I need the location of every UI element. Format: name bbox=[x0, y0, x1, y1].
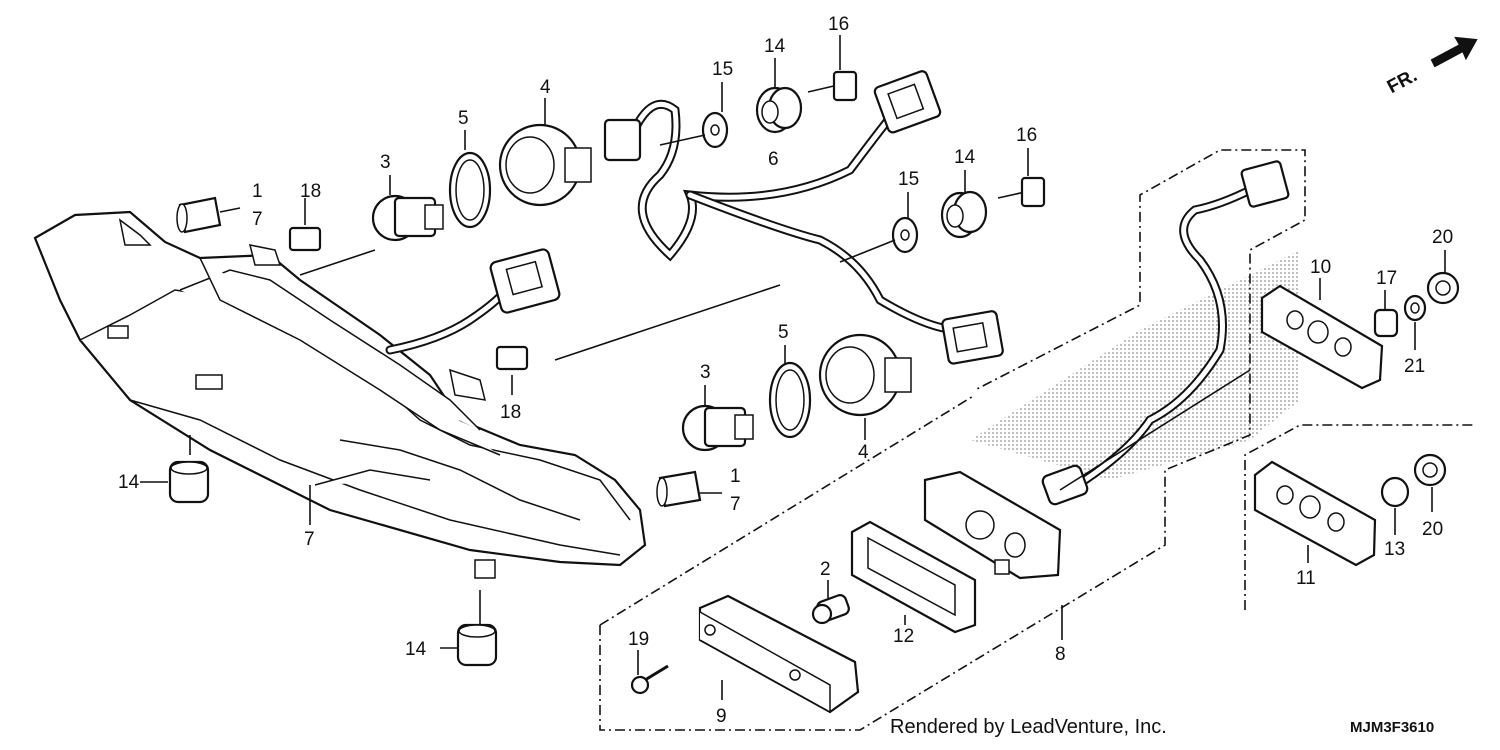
callout-19: 19 bbox=[628, 629, 649, 650]
bulb-top bbox=[371, 194, 444, 242]
callout-4-bottom: 4 bbox=[858, 442, 869, 463]
callout-10: 10 bbox=[1310, 257, 1331, 278]
footer-credit: Rendered by LeadVenture, Inc. bbox=[890, 716, 1167, 738]
housing-connector bbox=[385, 248, 561, 355]
collar-13 bbox=[1380, 476, 1410, 508]
callout-18-bottom: 18 bbox=[500, 402, 521, 423]
callout-1-bottom: 1 bbox=[730, 466, 741, 487]
grommet-housing-bottom bbox=[456, 623, 498, 667]
callout-7-housing: 7 bbox=[304, 529, 315, 550]
callout-18-top: 18 bbox=[300, 181, 321, 202]
leader-lines bbox=[140, 35, 1446, 700]
callout-15-top: 15 bbox=[712, 59, 733, 80]
license-lens bbox=[698, 594, 860, 714]
callout-3-bottom: 3 bbox=[700, 362, 711, 383]
callout-8: 8 bbox=[1055, 644, 1066, 665]
callout-4-top: 4 bbox=[540, 77, 551, 98]
grommet-housing-left bbox=[168, 460, 210, 504]
washer-top bbox=[701, 111, 729, 149]
callout-11: 11 bbox=[1296, 568, 1316, 589]
callout-20-bottom: 20 bbox=[1422, 519, 1443, 540]
grommet-mid bbox=[940, 190, 988, 239]
washer-mid bbox=[891, 216, 919, 254]
front-direction-marker: FR. bbox=[1384, 36, 1478, 98]
callout-2: 2 bbox=[820, 559, 831, 580]
clip-nut-bottom bbox=[495, 345, 529, 371]
socket-top bbox=[498, 123, 592, 207]
collar-17 bbox=[1373, 308, 1399, 338]
callout-9: 9 bbox=[716, 706, 727, 727]
license-light-housing bbox=[923, 470, 1062, 580]
callout-3-top: 3 bbox=[380, 152, 391, 173]
assembly-outline bbox=[599, 149, 1306, 731]
callout-21: 21 bbox=[1404, 356, 1425, 377]
gasket bbox=[850, 520, 977, 634]
callout-14-left: 14 bbox=[118, 472, 140, 493]
taillight-housing bbox=[33, 210, 647, 579]
bolt-mid bbox=[997, 176, 1046, 208]
license-bulb bbox=[811, 594, 850, 625]
lens-cap-top bbox=[176, 196, 222, 234]
license-light-cable bbox=[1041, 160, 1290, 506]
callout-6: 6 bbox=[768, 149, 779, 170]
callout-17: 17 bbox=[1376, 268, 1397, 289]
callout-14-mid: 14 bbox=[954, 147, 976, 168]
reflector-top bbox=[1260, 284, 1384, 390]
front-direction-arrow-icon bbox=[1430, 36, 1478, 68]
clip-nut-top bbox=[288, 226, 322, 252]
screw bbox=[630, 664, 669, 695]
callout-5-bottom: 5 bbox=[778, 322, 789, 343]
lens-cap-bottom bbox=[656, 470, 702, 508]
callout-16-mid: 16 bbox=[1016, 125, 1037, 146]
callout-20-top: 20 bbox=[1432, 227, 1453, 248]
callout-labels: 1 7 18 3 5 4 15 14 16 6 15 14 16 18 3 5 … bbox=[118, 14, 1453, 727]
callout-7-top: 7 bbox=[252, 209, 263, 230]
callout-5-top: 5 bbox=[458, 108, 469, 129]
fr-label: FR. bbox=[1384, 65, 1421, 98]
grommet-top bbox=[755, 86, 803, 134]
socket-bottom bbox=[818, 333, 912, 417]
callout-13: 13 bbox=[1384, 539, 1405, 560]
callout-15-mid: 15 bbox=[898, 169, 919, 190]
reflector-bottom bbox=[1253, 460, 1377, 567]
diagram-code: MJM3F3610 bbox=[1350, 719, 1434, 736]
callout-14-top: 14 bbox=[764, 36, 786, 57]
callout-16-top: 16 bbox=[828, 14, 849, 35]
bolt-top bbox=[807, 70, 858, 102]
shaded-region bbox=[970, 250, 1300, 480]
callout-12: 12 bbox=[893, 626, 914, 647]
callout-7-bottom: 7 bbox=[730, 494, 741, 515]
callout-14-bottom: 14 bbox=[405, 639, 427, 660]
bulb-bottom bbox=[681, 404, 754, 452]
callout-1: 1 bbox=[252, 181, 263, 202]
